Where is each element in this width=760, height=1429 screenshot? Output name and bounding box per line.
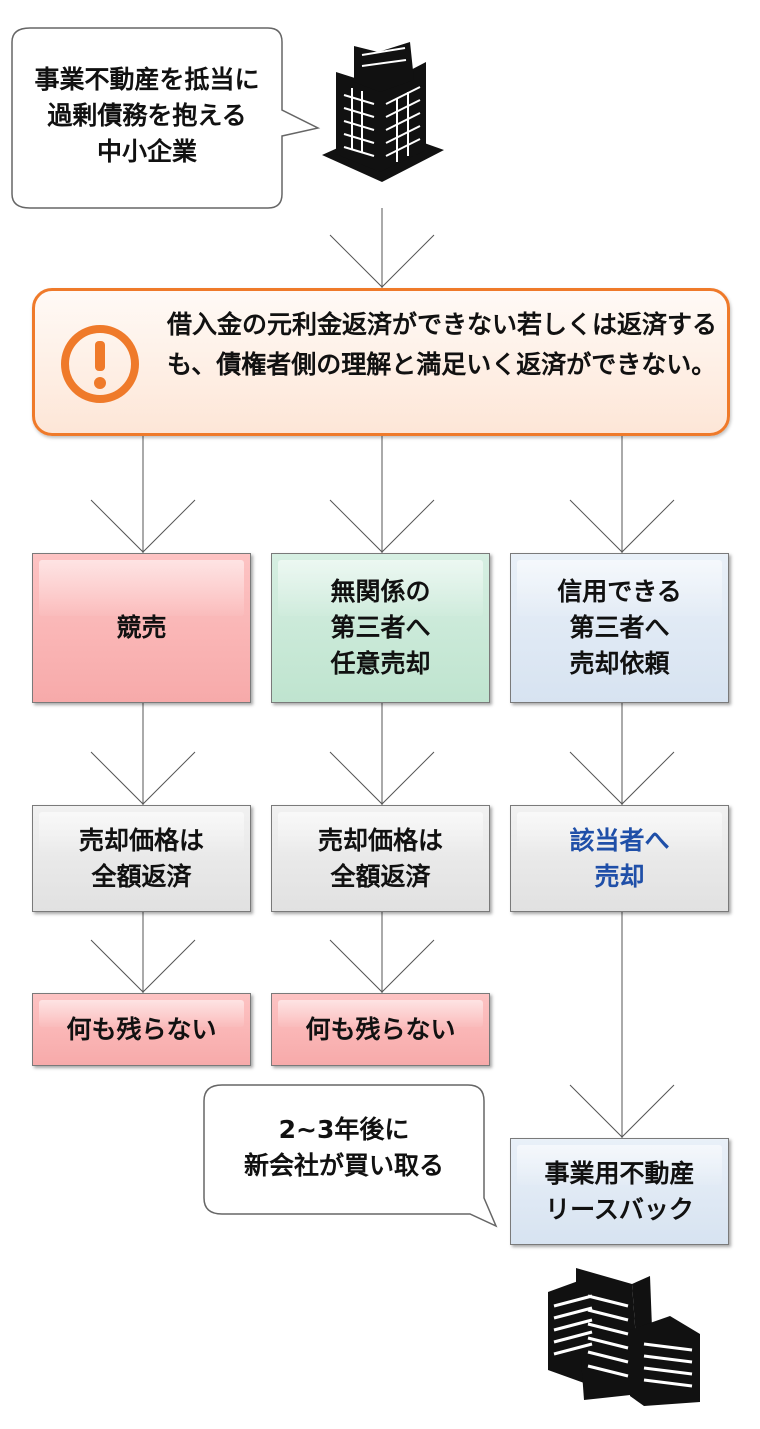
result-label: 売却価格は 全額返済 bbox=[317, 825, 443, 891]
option-label: 信用できる 第三者へ 売却依頼 bbox=[557, 577, 682, 678]
exclamation-circle-icon bbox=[61, 325, 139, 403]
top-callout-text: 事業不動産を抵当に 過剰債務を抱える 中小企業 bbox=[34, 65, 260, 166]
result-label-highlight: 該当者へ 売却 bbox=[569, 825, 670, 891]
alert-text: 借入金の元利金返済ができない若しくは返済するも、債権者側の理解と満足いく返済がで… bbox=[167, 310, 718, 379]
option-label: 競売 bbox=[116, 613, 167, 642]
result-label: 売却価格は 全額返済 bbox=[78, 825, 204, 891]
alert-banner: 借入金の元利金返済ができない若しくは返済するも、債権者側の理解と満足いく返済がで… bbox=[32, 288, 730, 436]
outcome-label: 何も残らない bbox=[66, 1014, 217, 1044]
option-label: 無関係の 第三者へ 任意売却 bbox=[330, 577, 431, 678]
outcome-label: 何も残らない bbox=[305, 1014, 456, 1044]
outcome-label: 事業用不動産 リースバック bbox=[544, 1158, 695, 1224]
bottom-callout-text: 2~3年後に 新会社が買い取る bbox=[243, 1115, 444, 1180]
